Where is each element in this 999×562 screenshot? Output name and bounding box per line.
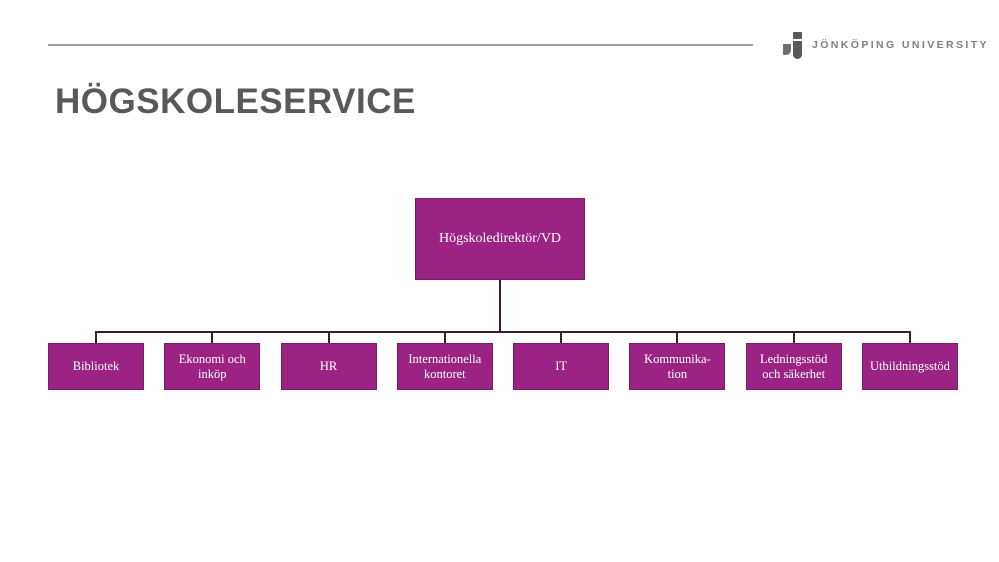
page-title: HÖGSKOLESERVICE <box>55 82 416 121</box>
org-child-cell: Kommunika- tion <box>629 331 726 390</box>
connector-drop <box>676 331 679 343</box>
connector-root-stem <box>499 280 501 332</box>
org-child-label: IT <box>555 359 568 374</box>
connector-drop <box>908 331 911 343</box>
org-child-label: Bibliotek <box>72 359 120 374</box>
ju-j-logo-icon <box>783 31 803 60</box>
university-logo-text: JÖNKÖPING UNIVERSITY <box>812 39 989 51</box>
org-child-cell: HR <box>280 331 377 390</box>
logo-stem-shape <box>793 40 802 59</box>
org-child-label: Internationella kontoret <box>408 352 482 381</box>
connector-drop <box>327 331 330 343</box>
org-child-node-internationella-kontoret: Internationella kontoret <box>396 343 493 390</box>
connector-drop <box>211 331 214 343</box>
connector-drop <box>560 331 563 343</box>
org-child-label: Kommunika- tion <box>644 352 711 381</box>
org-child-node-it: IT <box>513 343 610 390</box>
logo-dot-shape <box>793 31 802 39</box>
connector-drop <box>792 331 795 343</box>
connector-horizontal-bus <box>95 331 911 333</box>
org-child-node-kommunikation: Kommunika- tion <box>629 343 726 390</box>
org-child-node-bibliotek: Bibliotek <box>48 343 144 390</box>
org-child-cell: Ekonomi och inköp <box>164 331 261 390</box>
org-child-label: Ekonomi och inköp <box>178 352 246 381</box>
org-child-label: Ledningsstöd och säkerhet <box>760 352 828 381</box>
org-root-node: Högskoledirektör/VD <box>415 198 585 280</box>
header-divider <box>48 44 753 46</box>
connector-drop <box>95 331 97 343</box>
org-root-label: Högskoledirektör/VD <box>438 231 562 246</box>
org-child-cell: IT <box>513 331 610 390</box>
org-child-node-utbildningsstod: Utbildningsstöd <box>861 343 958 390</box>
org-child-cell: Bibliotek <box>48 331 144 390</box>
org-child-cell: Ledningsstöd och säkerhet <box>745 331 842 390</box>
org-child-cell: Internationella kontoret <box>396 331 493 390</box>
org-children-row: Bibliotek Ekonomi och inköp HR Internati… <box>48 331 958 390</box>
org-child-label: HR <box>319 359 338 374</box>
org-child-label: Utbildningsstöd <box>870 359 950 374</box>
org-child-node-hr: HR <box>280 343 377 390</box>
org-child-node-ekonomi-och-inkop: Ekonomi och inköp <box>164 343 261 390</box>
org-child-node-ledningsstod-och-sakerhet: Ledningsstöd och säkerhet <box>745 343 842 390</box>
connector-drop <box>443 331 446 343</box>
university-logo: JÖNKÖPING UNIVERSITY <box>783 30 989 60</box>
logo-tail-shape <box>783 43 791 55</box>
org-child-cell: Utbildningsstöd <box>861 331 958 390</box>
